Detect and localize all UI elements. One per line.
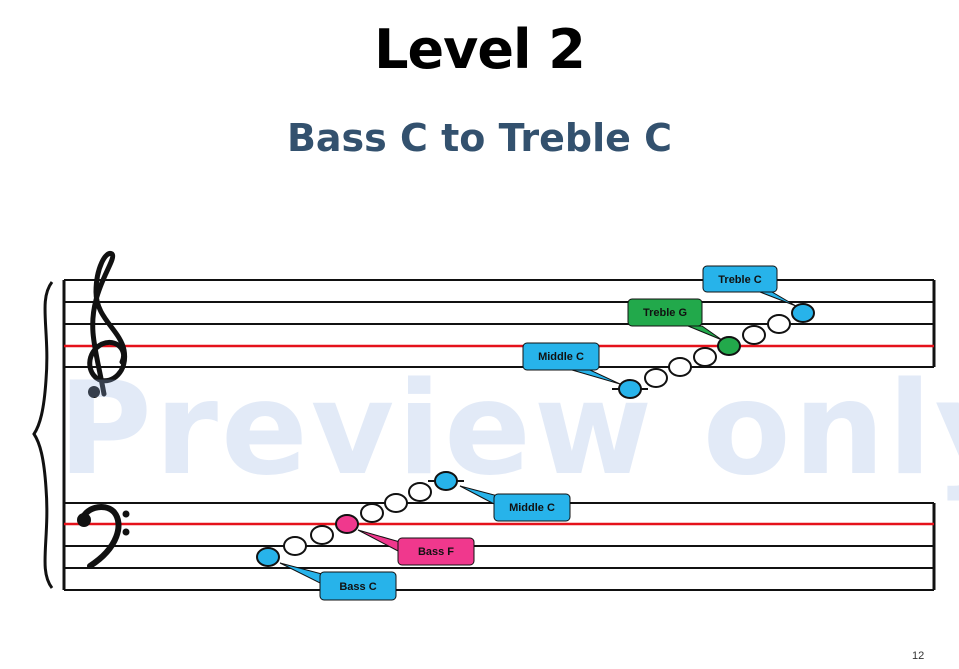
note-treble-f — [693, 347, 717, 367]
note-bass-g — [360, 503, 384, 523]
callout-middle-c-bass: Middle C — [459, 485, 571, 522]
bass-notes — [256, 471, 464, 567]
page-subtitle: Bass C to Treble C — [286, 116, 673, 160]
note-treble-c — [791, 303, 815, 323]
treble-clef-icon — [87, 251, 128, 398]
page-number: 12 — [912, 650, 925, 662]
note-treble-b — [767, 314, 791, 334]
callout-treble-g: Treble G — [627, 298, 723, 341]
callout-bass-c: Bass C — [279, 562, 397, 601]
note-treble-a — [742, 325, 766, 345]
note-treble-d — [644, 368, 668, 388]
callout-bass-f: Bass F — [357, 529, 475, 566]
note-middle-c-bass — [434, 471, 458, 491]
callout-treble-c-label: Treble C — [718, 274, 761, 286]
treble-staff — [64, 279, 934, 368]
note-treble-e — [668, 357, 692, 377]
note-bass-d — [283, 536, 307, 556]
note-treble-g — [717, 336, 741, 356]
callout-middle-c-bass-label: Middle C — [509, 502, 555, 514]
note-bass-e — [310, 525, 334, 545]
callout-bass-f-label: Bass F — [418, 546, 454, 558]
treble-notes — [612, 303, 815, 399]
note-bass-a — [384, 493, 408, 513]
note-bass-c — [256, 547, 280, 567]
bass-clef-icon — [77, 504, 130, 569]
note-bass-b — [408, 482, 432, 502]
note-bass-f — [335, 514, 359, 534]
page-title: Level 2 — [374, 18, 586, 81]
callout-middle-c-treble-label: Middle C — [538, 351, 584, 363]
note-middle-c-treble — [618, 379, 642, 399]
callout-treble-c: Treble C — [702, 265, 797, 307]
callout-treble-g-label: Treble G — [643, 307, 687, 319]
grand-staff-brace — [32, 281, 54, 589]
callout-middle-c-treble: Middle C — [522, 342, 621, 385]
callout-bass-c-label: Bass C — [339, 581, 376, 593]
